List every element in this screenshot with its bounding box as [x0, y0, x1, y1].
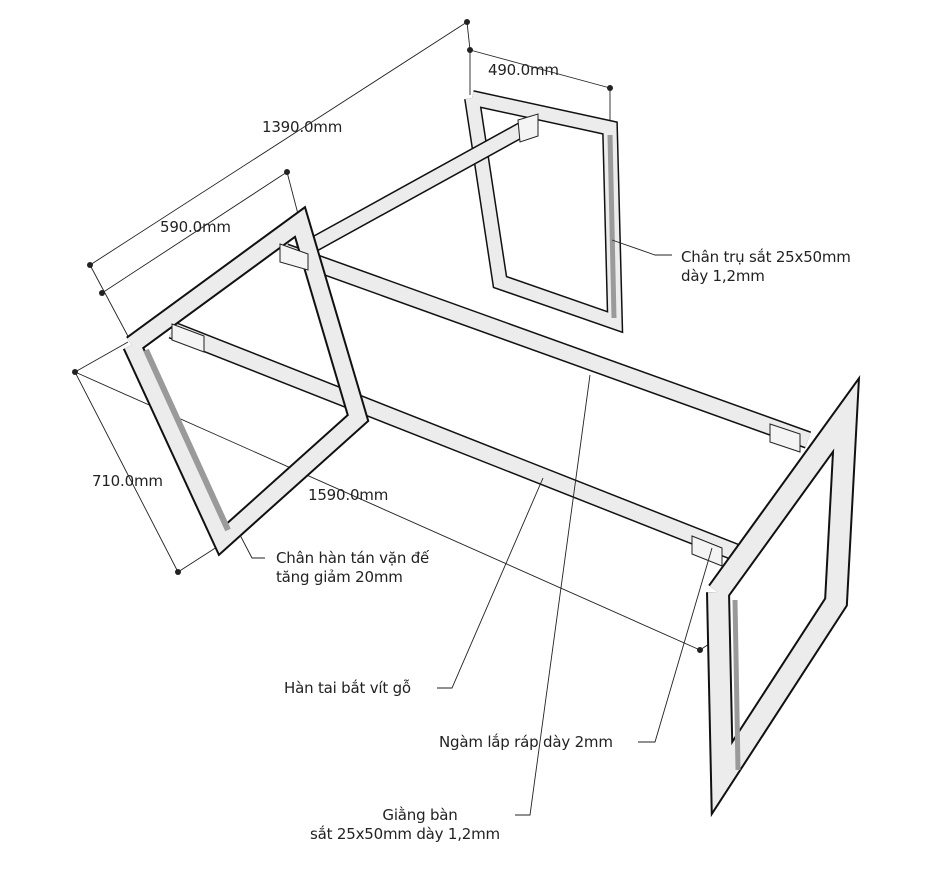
callout-foot-line2: tăng giảm 20mm [276, 568, 403, 586]
callout-screw-tab: Hàn tai bắt vít gỗ [284, 679, 411, 697]
callout-foot: Chân hàn tán vặn đế tăng giảm 20mm [276, 549, 429, 587]
back-leg-frame [464, 90, 624, 334]
leader-lines [239, 239, 713, 816]
dimension-height: 710.0mm [92, 472, 163, 490]
callout-rail: Giằng bàn sắt 25x50mm dày 1,2mm [302, 806, 508, 844]
callout-leg-post-line1: Chân trụ sắt 25x50mm [681, 248, 851, 266]
dimension-front-length: 1590.0mm [308, 486, 389, 504]
right-leg-frame [706, 374, 861, 818]
callout-leg-post: Chân trụ sắt 25x50mm dày 1,2mm [681, 248, 851, 286]
callout-joint: Ngàm lắp ráp dày 2mm [439, 733, 613, 751]
callout-rail-line2: sắt 25x50mm dày 1,2mm [310, 825, 500, 843]
dimension-total-length: 1390.0mm [262, 118, 343, 136]
callout-foot-line1: Chân hàn tán vặn đế [276, 549, 430, 567]
left-leg-frame [122, 205, 370, 557]
joint-plates [171, 113, 801, 567]
dimension-back-width: 490.0mm [488, 61, 559, 79]
dimension-side-width: 590.0mm [160, 218, 231, 236]
callout-leg-post-line2: dày 1,2mm [681, 267, 765, 285]
callout-rail-line1: Giằng bàn [382, 806, 458, 824]
rails [168, 116, 812, 561]
